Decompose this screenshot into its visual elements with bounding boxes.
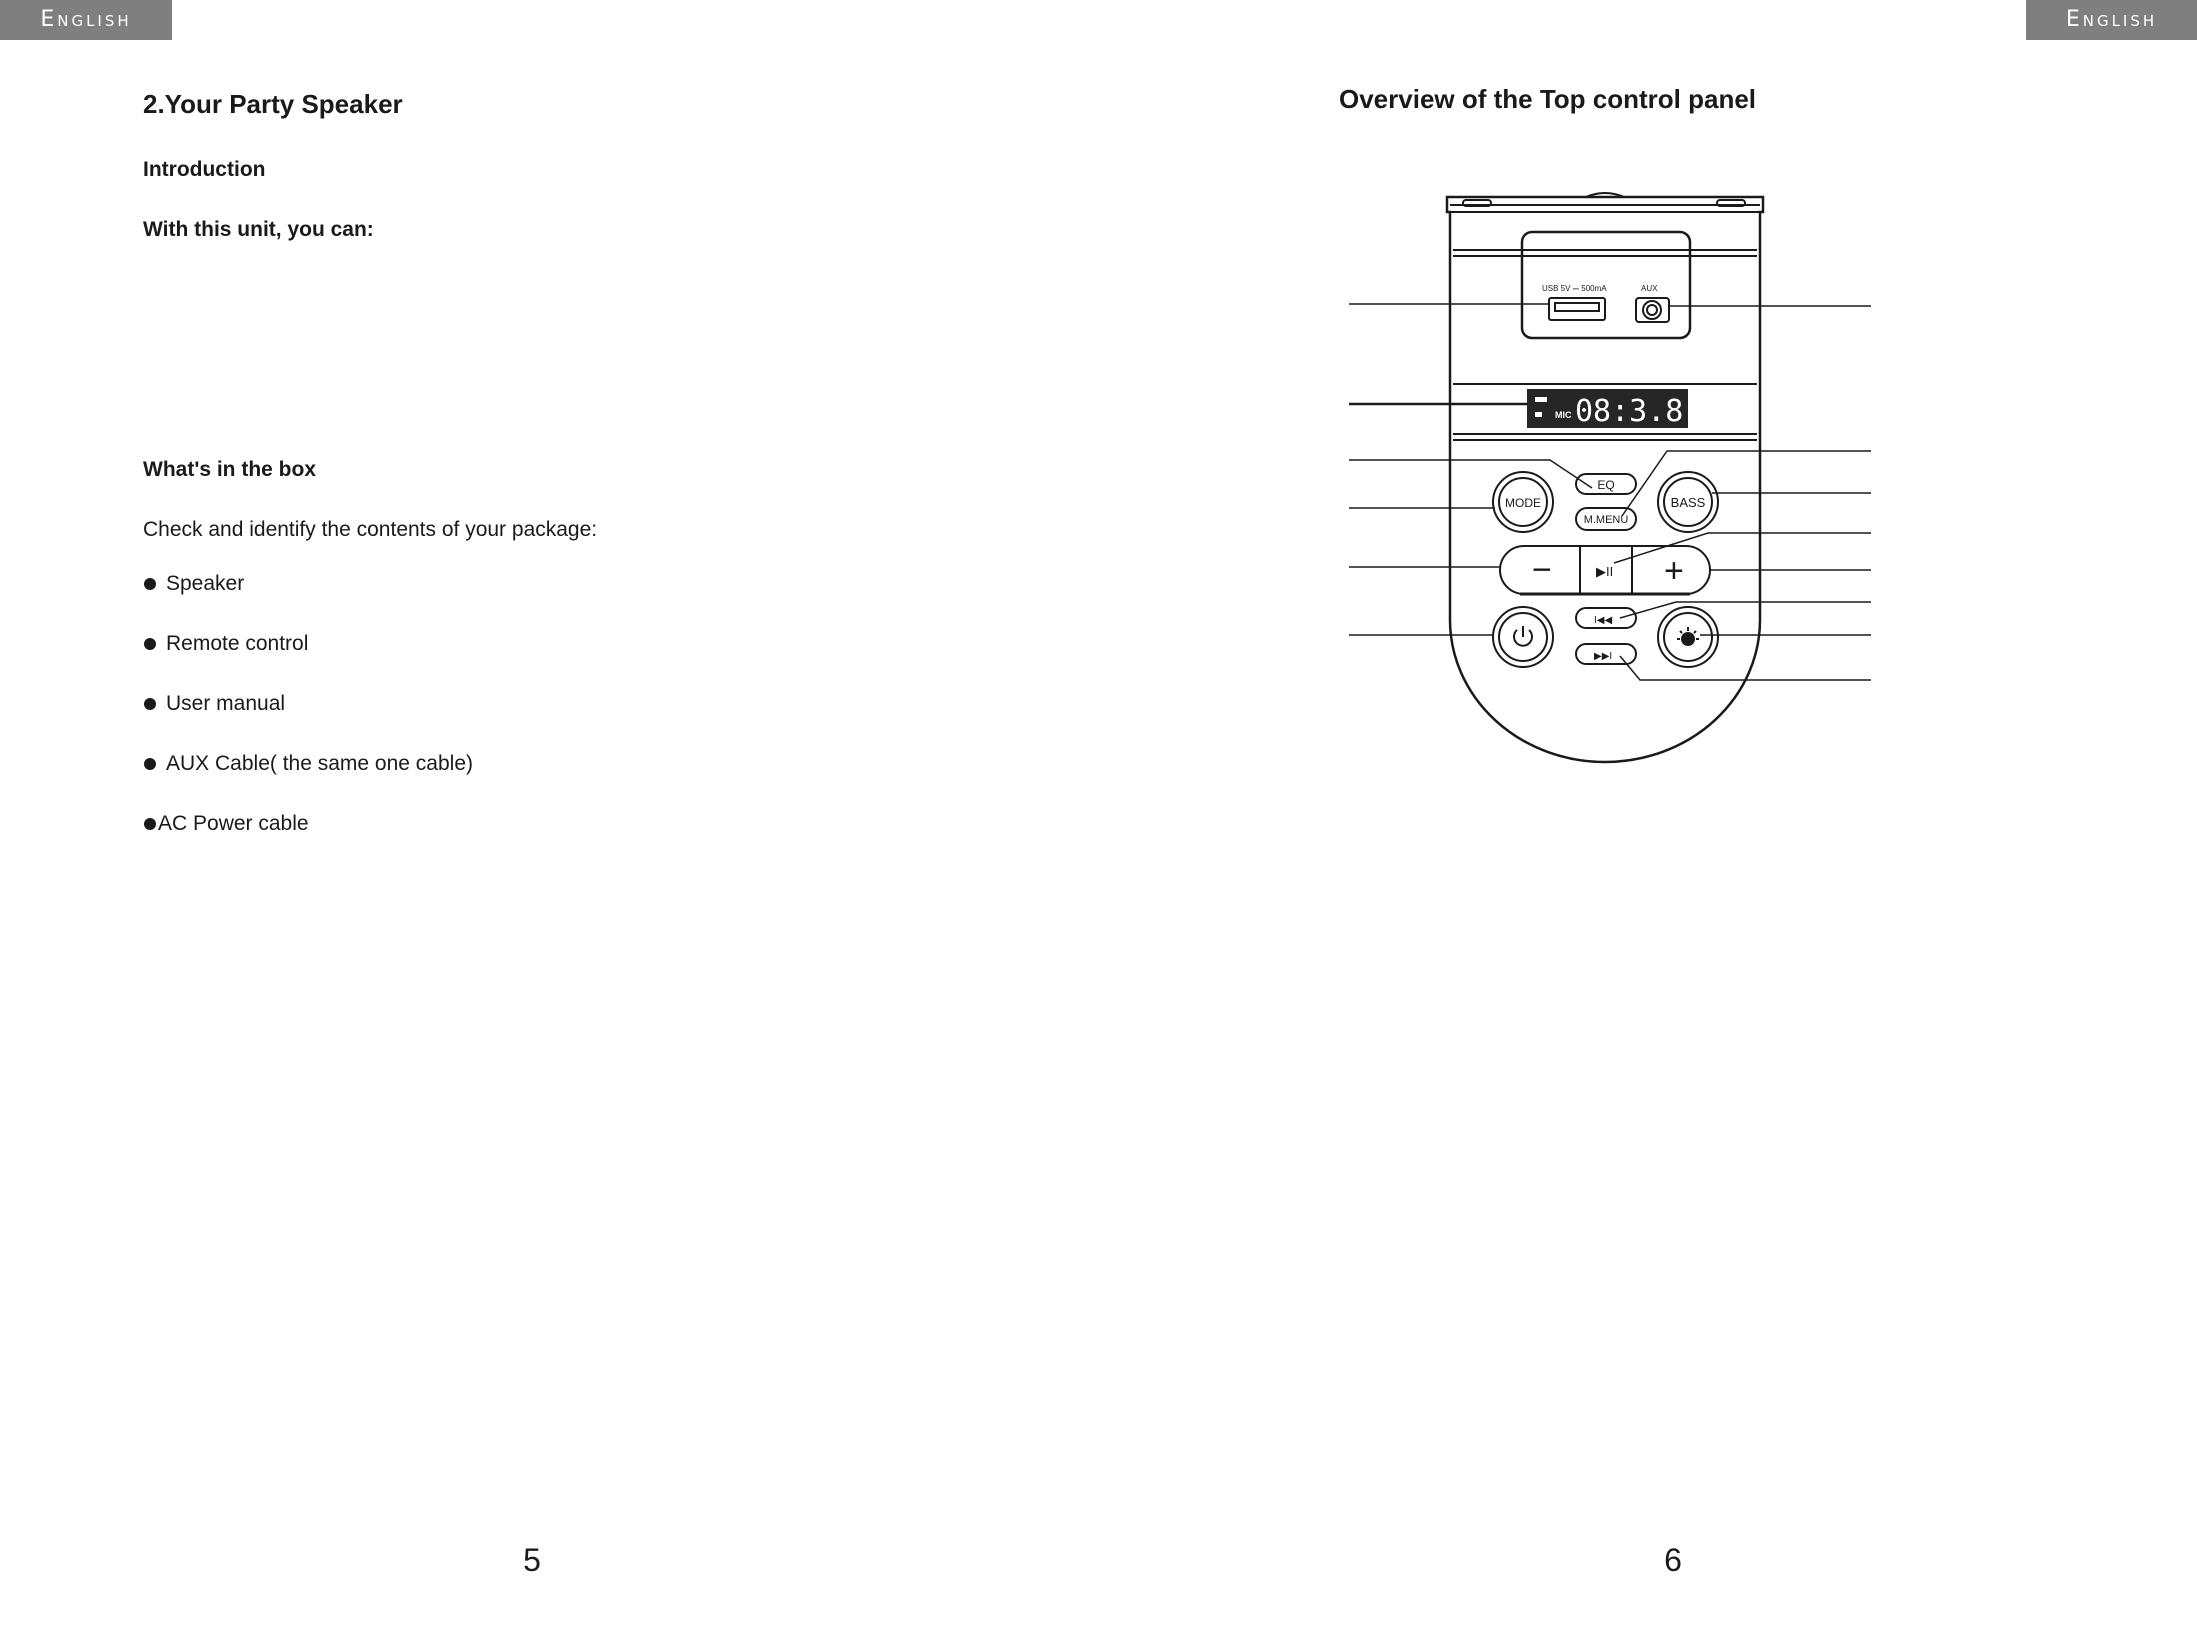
eq-button-label: EQ [1597,478,1614,492]
control-buttons: EQ MODE BASS M.MENU − + ▶II I◀◀ [1492,471,1719,668]
intro-heading: Introduction [143,158,266,181]
bullet-icon [144,638,156,650]
item-label: AUX Cable( the same one cable) [166,752,473,775]
list-item: Remote control [144,632,473,692]
list-item: Speaker [144,572,473,632]
bullet-icon [144,578,156,590]
page-number-right: 6 [1664,1542,1682,1578]
intro-text: With this unit, you can: [143,218,374,241]
next-icon: ▶▶I [1594,651,1612,662]
power-icon [1513,626,1533,647]
package-contents-list: Speaker Remote control User manual AUX C… [144,572,473,872]
bass-button-label: BASS [1671,495,1706,510]
section-title: 2.Your Party Speaker [143,89,403,119]
bullet-icon [144,698,156,710]
callout-lines [1349,303,1871,681]
box-heading: What's in the box [143,458,316,481]
light-button[interactable] [1657,606,1719,668]
list-item: AUX Cable( the same one cable) [144,752,473,812]
mmenu-button[interactable]: M.MENU [1575,507,1637,531]
next-button[interactable]: ▶▶I [1575,643,1637,665]
control-panel-diagram: USB 5V ⎓ 500mA AUX MIC 08:3.8 EQ MODE BA… [1349,192,1871,764]
display-digits: 08:3.8 [1575,394,1683,429]
prev-icon: I◀◀ [1594,615,1612,626]
language-tab-left: English [0,0,172,40]
play-pause-button[interactable]: ▶II [1596,564,1613,579]
volume-down-button[interactable]: − [1532,551,1552,589]
language-tab-right: English [2026,0,2197,40]
page-number-left: 5 [523,1542,541,1578]
port-recess: USB 5V ⎓ 500mA AUX [1520,230,1692,340]
mmenu-button-label: M.MENU [1584,514,1629,526]
usb-port-icon [1548,297,1606,321]
light-icon [1677,627,1699,646]
item-label: Speaker [166,572,245,595]
volume-play-bar: − + ▶II [1499,545,1711,596]
mode-button-label: MODE [1505,496,1541,510]
bass-button[interactable]: BASS [1657,471,1719,533]
item-label: AC Power cable [158,812,309,835]
list-item: AC Power cable [144,812,473,872]
aux-jack-icon [1635,297,1670,323]
prev-button[interactable]: I◀◀ [1575,607,1637,629]
box-text: Check and identify the contents of your … [143,518,598,541]
speaker-top-outline [1445,192,1765,764]
item-label: Remote control [166,632,309,655]
overview-title: Overview of the Top control panel [1339,84,1757,114]
led-display: MIC 08:3.8 [1527,389,1688,429]
volume-up-button[interactable]: + [1664,552,1684,590]
bullet-icon [144,758,156,770]
power-button[interactable] [1492,606,1554,668]
usb-label: USB 5V ⎓ 500mA [1542,284,1607,293]
mode-button[interactable]: MODE [1492,471,1554,533]
list-item: User manual [144,692,473,752]
display-mic-label: MIC [1555,410,1572,420]
item-label: User manual [166,692,286,715]
eq-button[interactable]: EQ [1575,473,1637,495]
aux-label: AUX [1641,284,1658,293]
bullet-icon [144,818,156,830]
